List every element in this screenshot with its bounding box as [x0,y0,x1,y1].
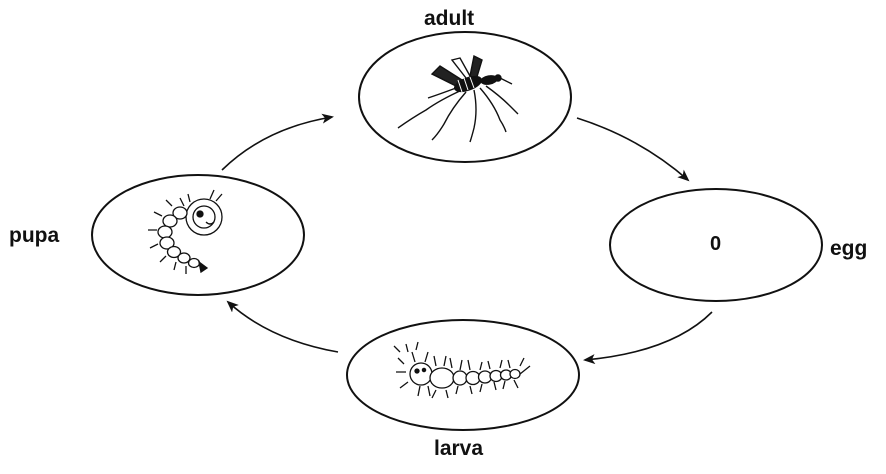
adult-ellipse [359,32,571,162]
adult-label: adult [424,8,474,29]
pupa-ellipse [92,175,304,295]
pupa-label: pupa [9,225,59,246]
arrow-pupa-to-adult [222,117,332,170]
egg-icon: 0 [710,234,721,254]
egg-label: egg [830,238,867,259]
arrow-egg-to-larva [585,312,712,360]
larva-label: larva [434,438,483,459]
arrow-adult-to-egg [577,118,688,180]
arrow-larva-to-pupa [228,302,338,352]
